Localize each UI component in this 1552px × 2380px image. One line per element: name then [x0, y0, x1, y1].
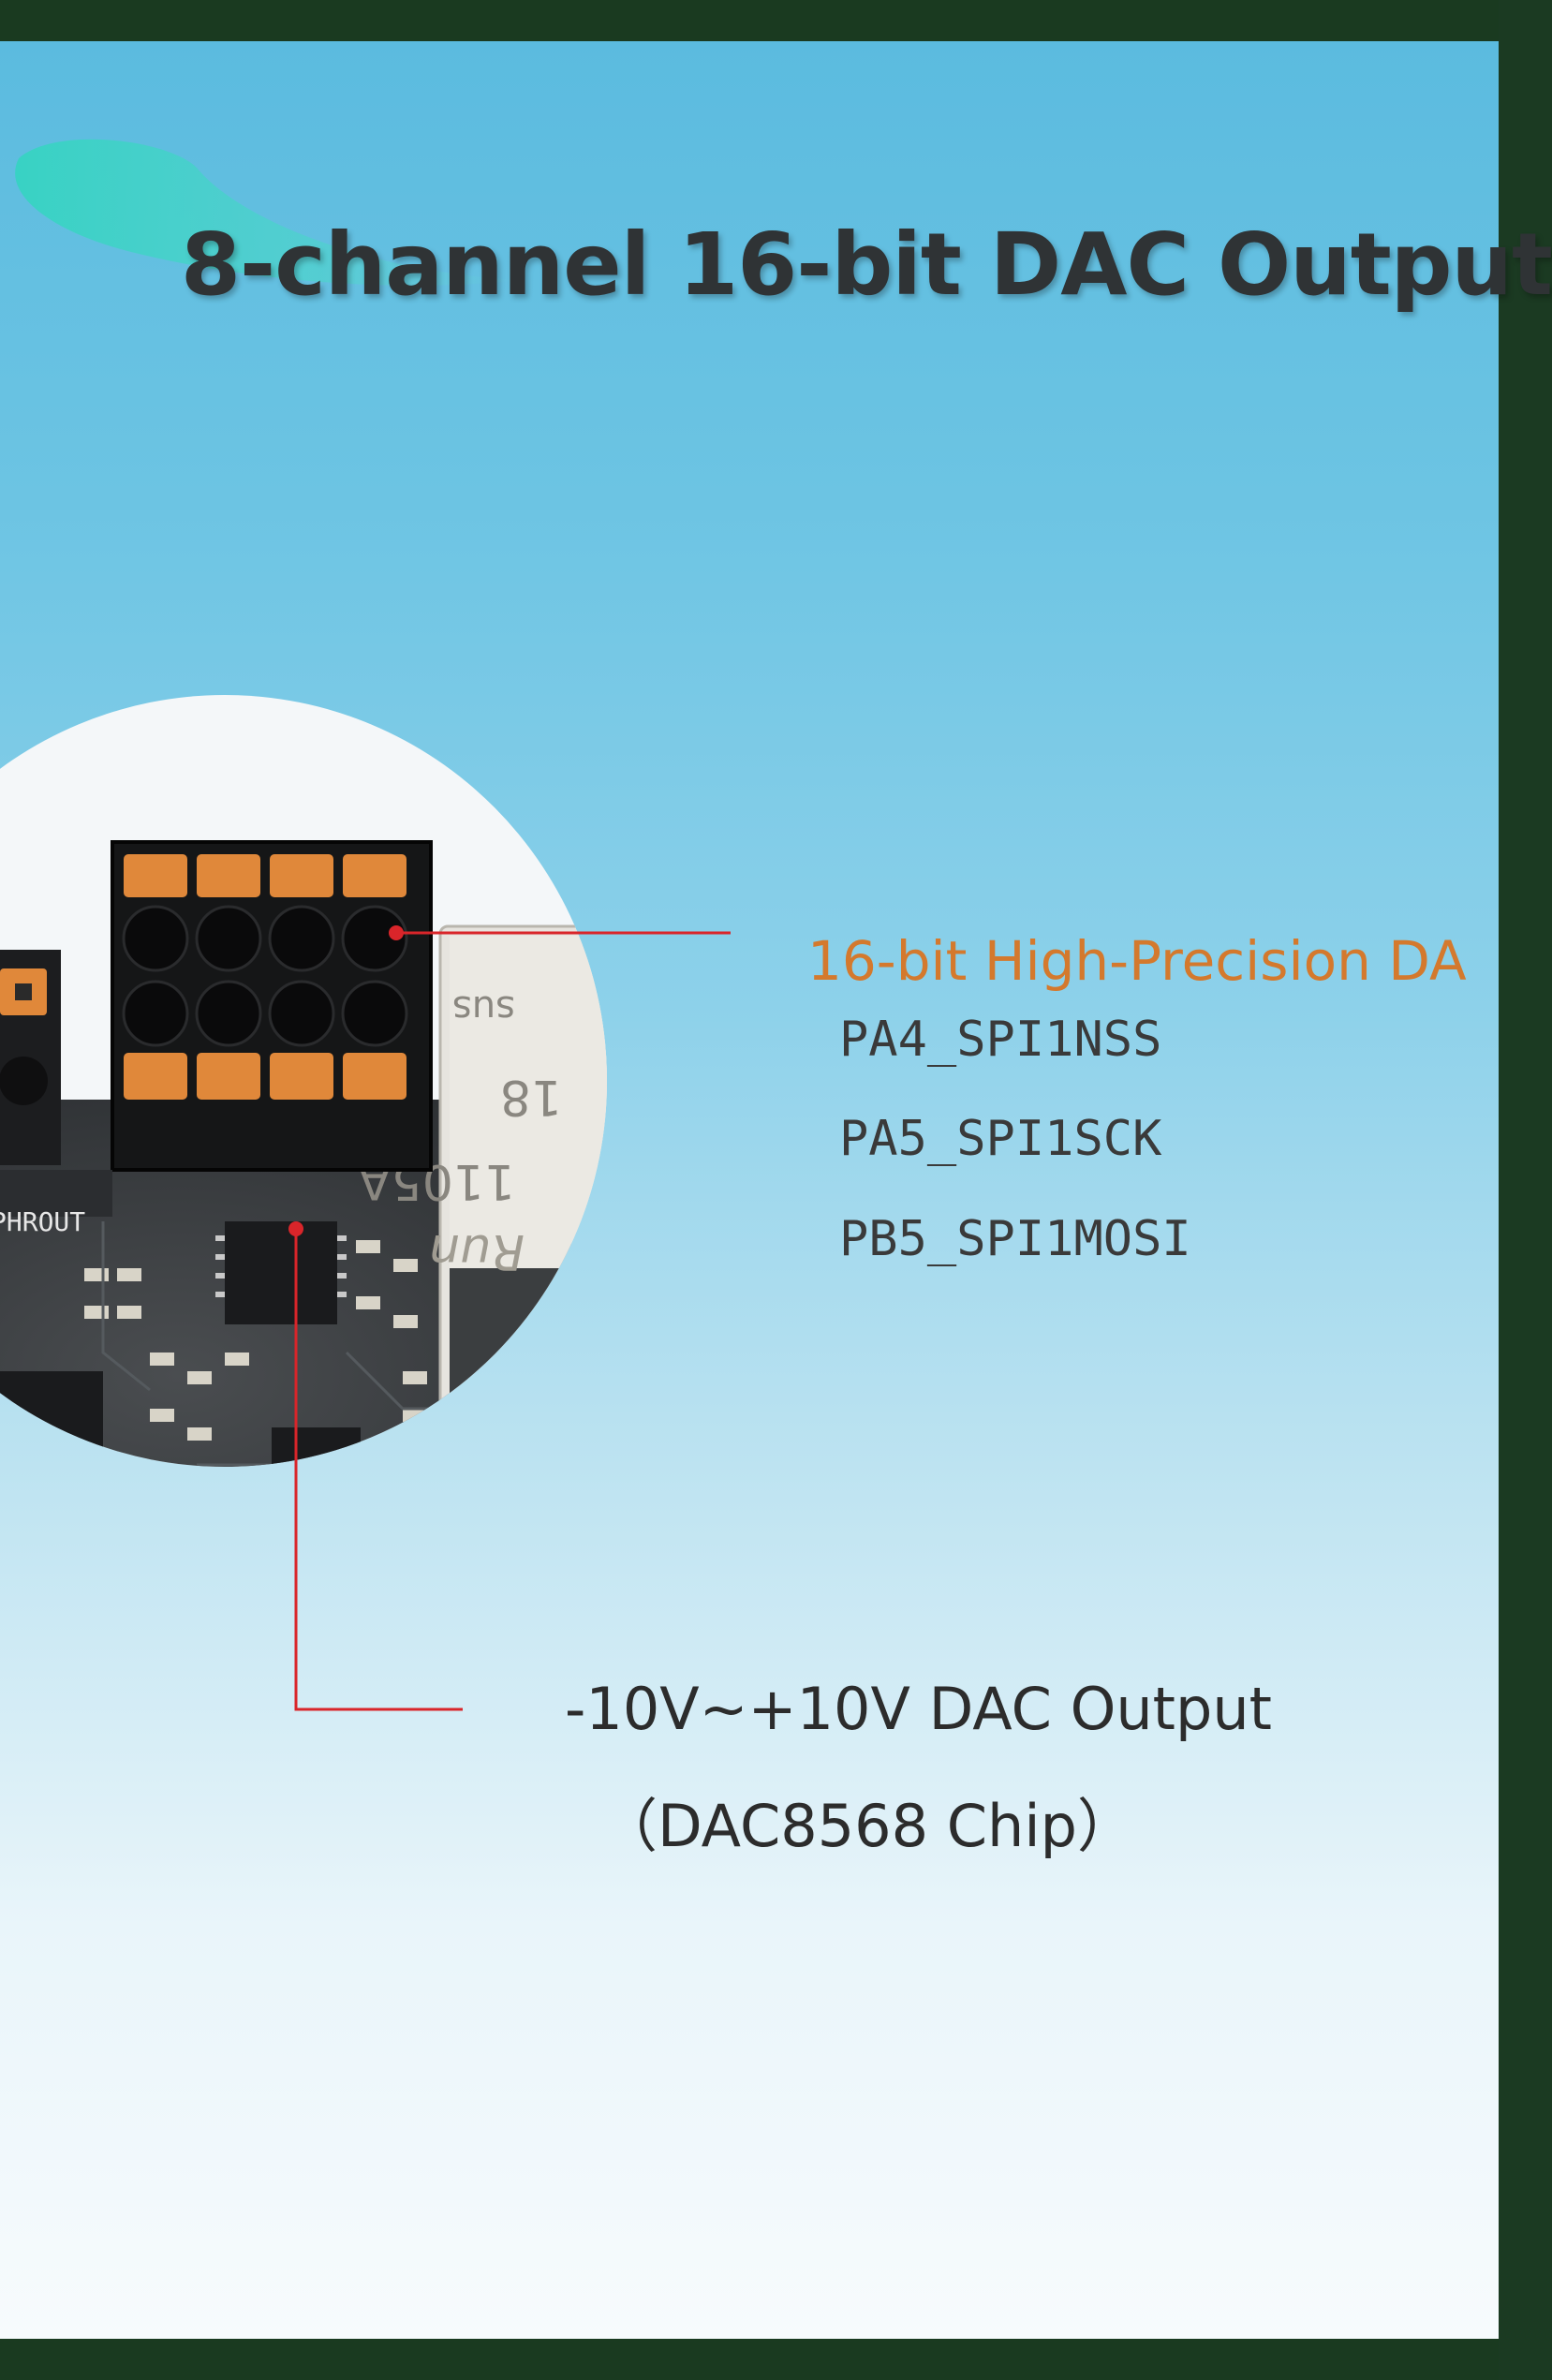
pcb-closeup-photo: sus 18 1105A Run: [0, 695, 607, 1467]
output-range-label: -10V~+10V DAC Output: [565, 1675, 1272, 1743]
pin-label: PA4_SPI1NSS: [839, 1012, 1162, 1068]
page-title: 8-channel 16-bit DAC Output: [181, 214, 1552, 315]
banner-canvas: 8-channel 16-bit DAC Output sus 18 1105A…: [0, 41, 1552, 2339]
pin-label: PA5_SPI1SCK: [839, 1111, 1162, 1167]
relay-text-run: Run: [429, 1223, 525, 1279]
relay-text-18: 18: [500, 1069, 562, 1125]
chip-label: （DAC8568 Chip）: [599, 1792, 1135, 1860]
top-frame-bar: [0, 0, 1499, 41]
silkscreen-phrout: PHROUT: [0, 1206, 85, 1237]
feature-label: 16-bit High-Precision DA: [807, 929, 1467, 993]
pin-label: PB5_SPI1MOSI: [839, 1211, 1191, 1267]
relay-text-sus: sus: [452, 987, 515, 1030]
bottom-frame-bar: [0, 2339, 1499, 2380]
teal-swoosh-decoration: [15, 139, 520, 286]
